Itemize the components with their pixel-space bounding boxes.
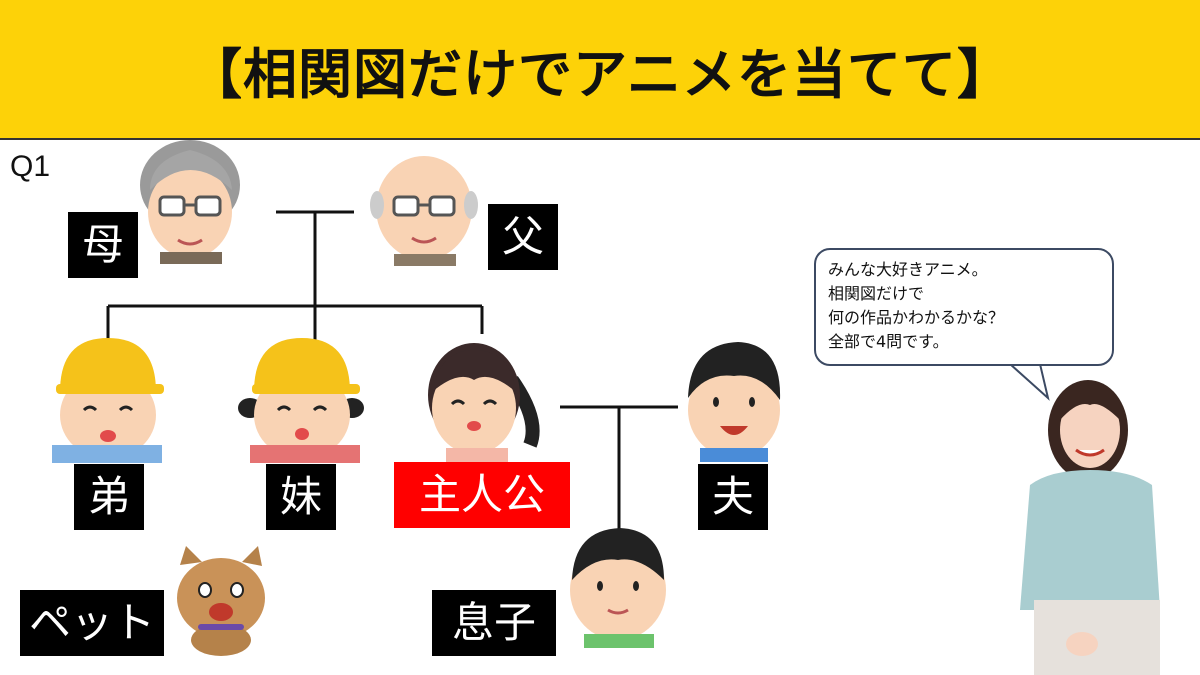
title-banner: 【相関図だけでアニメを当てて】: [0, 0, 1200, 140]
younger-sister-illustration: [238, 338, 364, 463]
speech-bubble: みんな大好きアニメ。 相関図だけで 何の作品かわかるかな？ 全部で4問です。: [814, 248, 1114, 366]
question-number: Q1: [10, 150, 51, 183]
label-younger-sister: 妹: [266, 464, 336, 530]
presenter-illustration: [1020, 380, 1160, 675]
bubble-line: 相関図だけで: [828, 284, 925, 303]
bubble-line: みんな大好きアニメ。: [828, 260, 988, 279]
younger-brother-illustration: [52, 338, 164, 463]
label-pet: ペット: [20, 590, 164, 656]
page-title: 【相関図だけでアニメを当てて】: [188, 42, 1012, 106]
grandfather-illustration: [370, 156, 478, 266]
label-mother: 母: [68, 212, 138, 278]
label-father: 父: [488, 204, 558, 270]
label-husband: 夫: [698, 464, 768, 530]
label-younger-brother: 弟: [74, 464, 144, 530]
bubble-line: 何の作品かわかるかな？: [828, 308, 1005, 327]
son-illustration: [570, 528, 666, 648]
grandmother-illustration: [140, 140, 240, 264]
husband-illustration: [688, 342, 781, 462]
label-protagonist: 主人公: [394, 462, 570, 528]
cat-illustration: [177, 546, 265, 656]
protagonist-illustration: [428, 343, 540, 462]
label-son: 息子: [432, 590, 556, 656]
bubble-line: 全部で4問です。: [828, 332, 949, 351]
